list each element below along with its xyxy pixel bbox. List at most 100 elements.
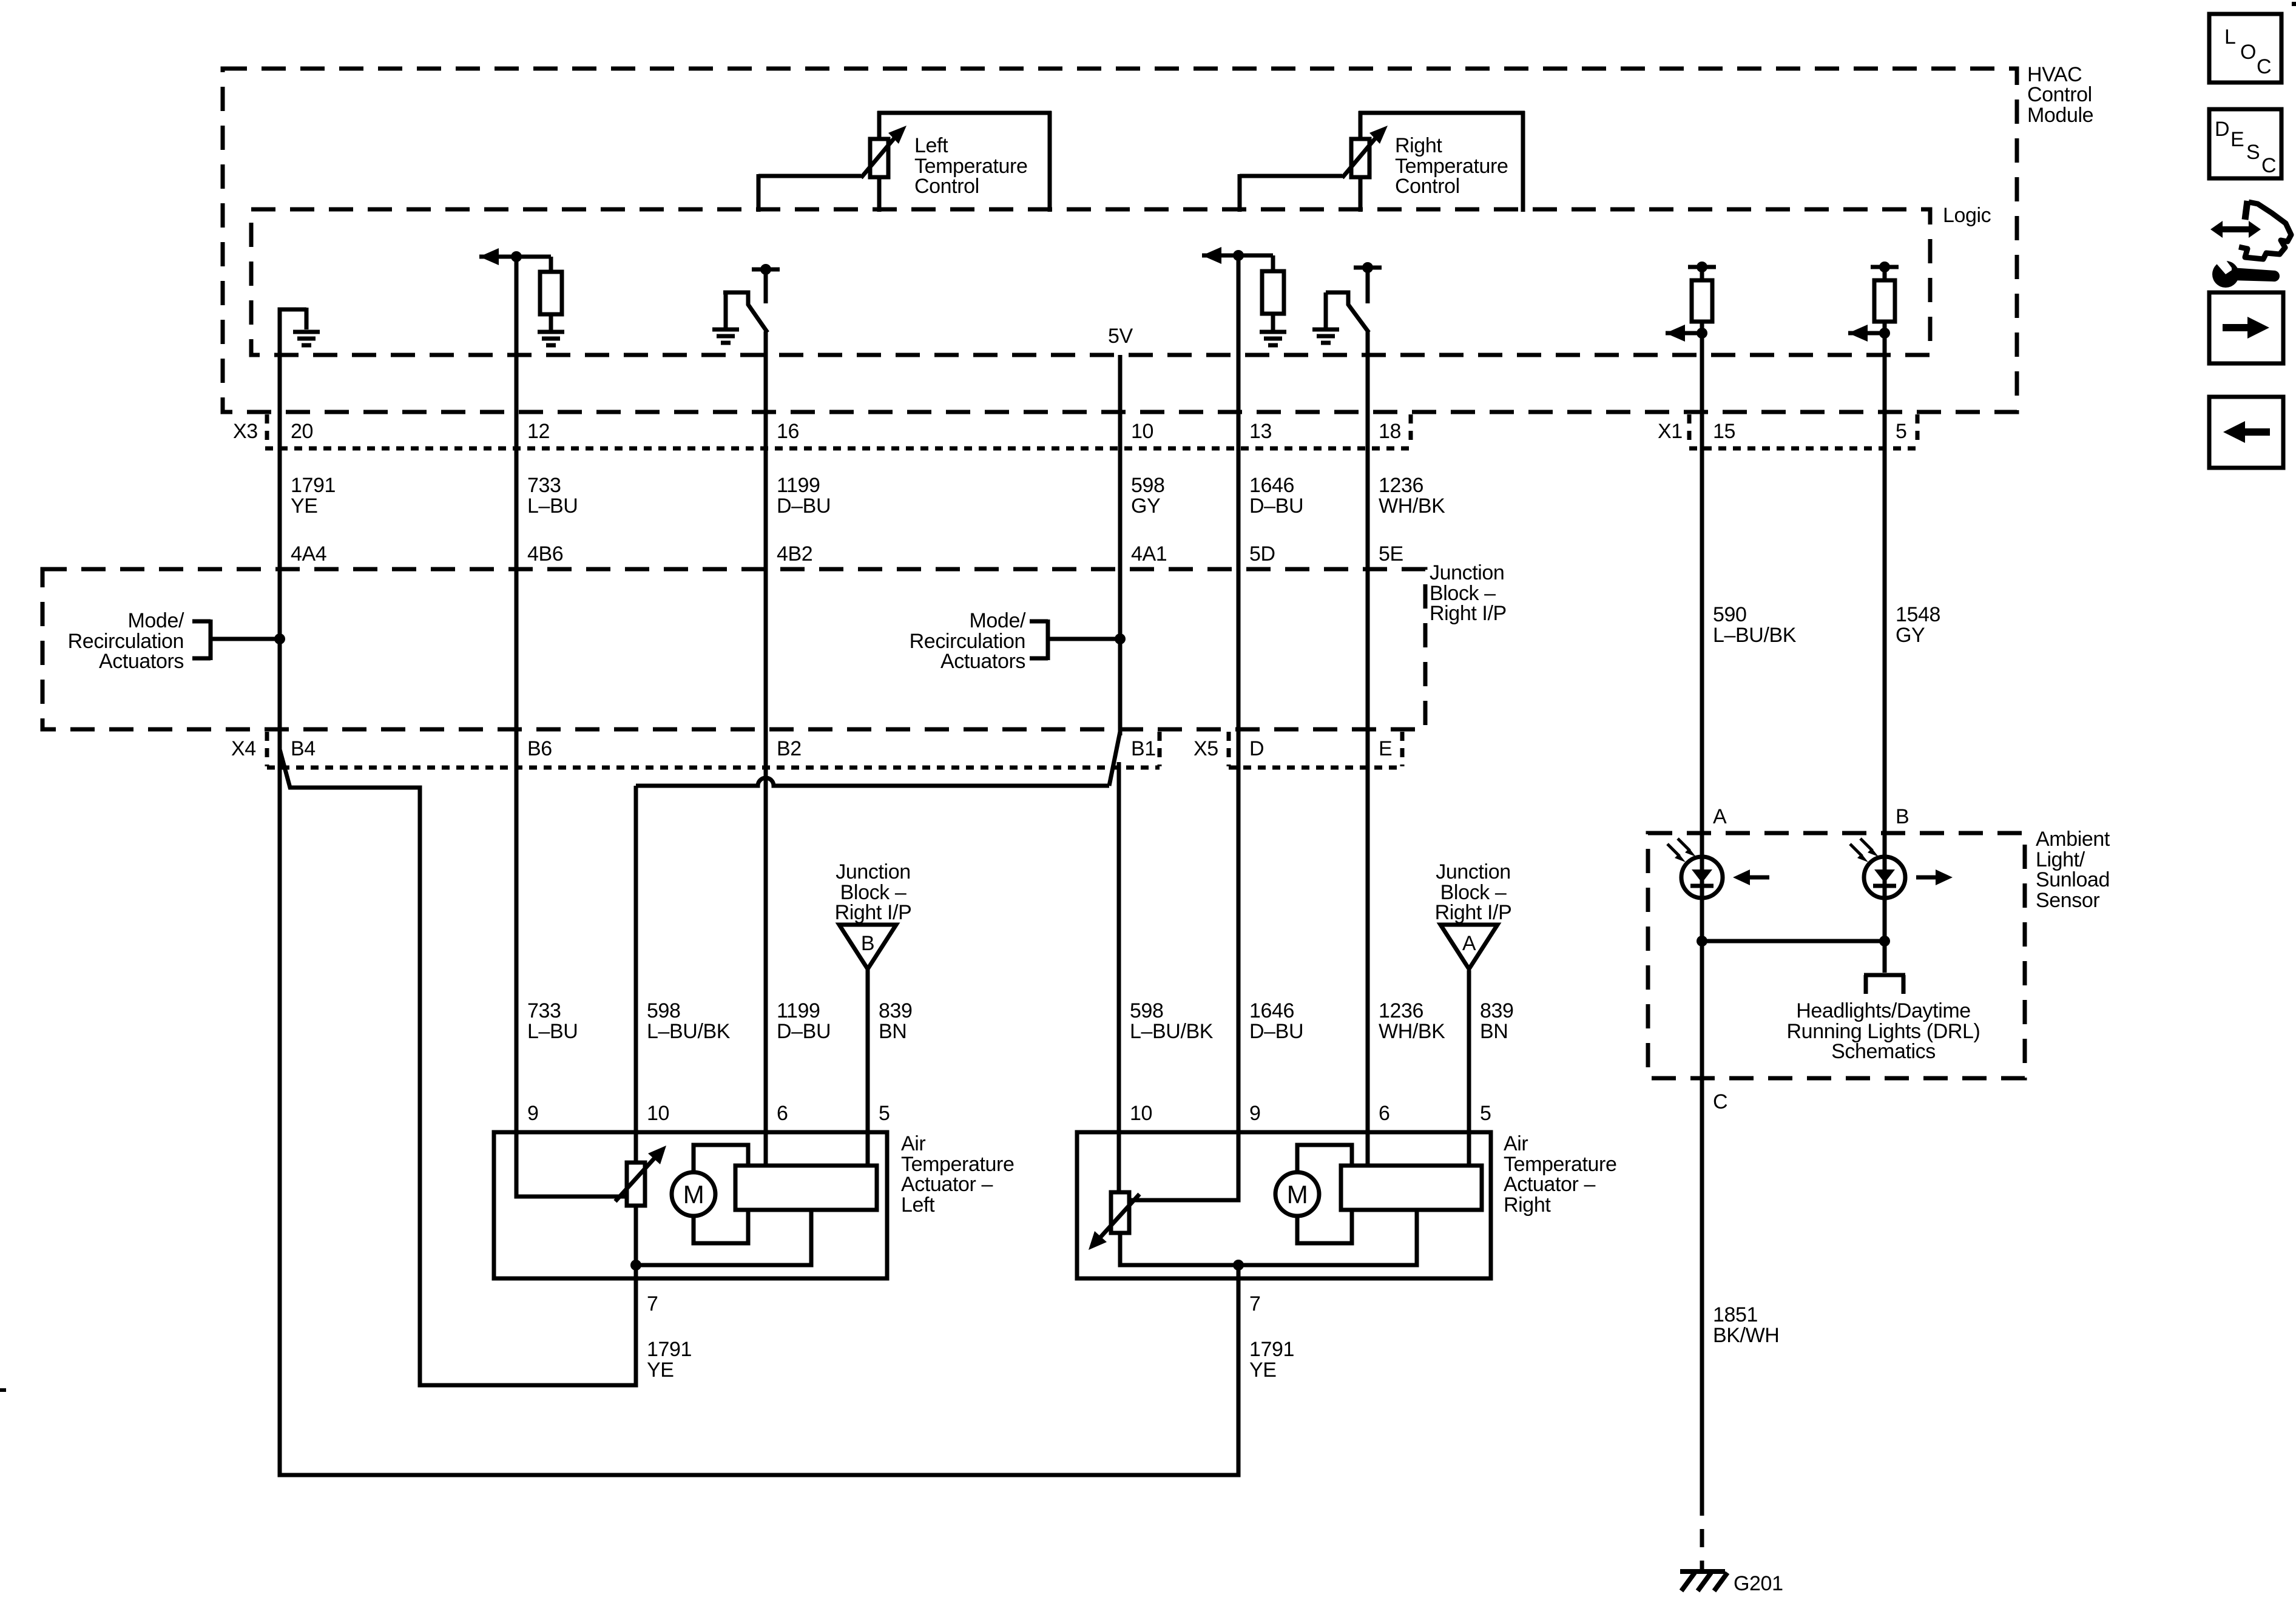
svg-text:Logic: Logic xyxy=(1943,204,1991,227)
svg-text:16: 16 xyxy=(777,420,799,443)
svg-text:Light/: Light/ xyxy=(2036,848,2085,871)
svg-text:9: 9 xyxy=(527,1102,539,1125)
svg-text:1199: 1199 xyxy=(777,474,820,497)
svg-text:X3: X3 xyxy=(233,420,258,443)
svg-text:1851: 1851 xyxy=(1713,1303,1758,1326)
svg-text:Right I/P: Right I/P xyxy=(835,901,912,924)
svg-text:HVAC: HVAC xyxy=(2027,63,2082,86)
svg-text:D: D xyxy=(2215,118,2229,141)
svg-text:5E: 5E xyxy=(1379,542,1403,565)
svg-text:Ambient: Ambient xyxy=(2036,828,2110,851)
svg-text:BK/WH: BK/WH xyxy=(1713,1324,1779,1347)
svg-text:6: 6 xyxy=(777,1102,788,1125)
svg-text:B: B xyxy=(1896,805,1909,828)
svg-text:B6: B6 xyxy=(527,737,552,760)
svg-text:Air: Air xyxy=(901,1132,925,1155)
svg-text:L–BU/BK: L–BU/BK xyxy=(647,1020,731,1043)
svg-text:Control: Control xyxy=(1395,175,1460,198)
svg-text:1646: 1646 xyxy=(1249,999,1294,1022)
svg-text:1199: 1199 xyxy=(777,999,820,1022)
svg-text:D–BU: D–BU xyxy=(1249,495,1303,518)
svg-text:E: E xyxy=(2230,128,2244,151)
svg-text:1791: 1791 xyxy=(291,474,336,497)
svg-text:B4: B4 xyxy=(291,737,316,760)
svg-text:X4: X4 xyxy=(231,737,256,760)
svg-text:D: D xyxy=(1249,737,1264,760)
svg-text:YE: YE xyxy=(291,495,318,518)
svg-text:Junction: Junction xyxy=(1436,860,1510,883)
svg-text:Temperature: Temperature xyxy=(901,1153,1014,1176)
svg-text:Schematics: Schematics xyxy=(1831,1040,1936,1063)
svg-text:839: 839 xyxy=(1480,999,1514,1022)
svg-text:O: O xyxy=(2240,41,2256,64)
svg-text:X5: X5 xyxy=(1194,737,1218,760)
svg-text:D–BU: D–BU xyxy=(777,495,831,518)
svg-text:Headlights/Daytime: Headlights/Daytime xyxy=(1796,999,1971,1022)
svg-text:Actuator –: Actuator – xyxy=(1504,1173,1595,1196)
svg-text:15: 15 xyxy=(1713,420,1735,443)
svg-text:M: M xyxy=(683,1180,704,1209)
svg-text:Temperature: Temperature xyxy=(914,155,1027,178)
svg-text:9: 9 xyxy=(1249,1102,1261,1125)
svg-text:18: 18 xyxy=(1379,420,1401,443)
svg-text:YE: YE xyxy=(1249,1359,1277,1382)
svg-text:WH/BK: WH/BK xyxy=(1379,1020,1445,1043)
svg-text:Actuator –: Actuator – xyxy=(901,1173,993,1196)
svg-text:Recirculation: Recirculation xyxy=(910,630,1025,653)
svg-text:5: 5 xyxy=(879,1102,890,1125)
svg-text:598: 598 xyxy=(647,999,681,1022)
svg-text:Module: Module xyxy=(2027,104,2093,127)
svg-text:GY: GY xyxy=(1896,624,1925,647)
svg-text:590: 590 xyxy=(1713,603,1747,626)
svg-text:G201: G201 xyxy=(1734,1572,1783,1595)
svg-text:A: A xyxy=(1713,805,1727,828)
svg-text:13: 13 xyxy=(1249,420,1272,443)
svg-text:Sunload: Sunload xyxy=(2036,868,2110,891)
svg-text:1236: 1236 xyxy=(1379,999,1423,1022)
svg-text:Temperature: Temperature xyxy=(1504,1153,1616,1176)
svg-text:4B6: 4B6 xyxy=(527,542,563,565)
svg-text:Junction: Junction xyxy=(1430,561,1504,584)
svg-text:C: C xyxy=(2257,55,2271,78)
svg-text:B1: B1 xyxy=(1131,737,1156,760)
svg-text:Block –: Block – xyxy=(1440,881,1507,904)
svg-text:Recirculation: Recirculation xyxy=(68,630,184,653)
svg-text:Right I/P: Right I/P xyxy=(1430,602,1507,625)
svg-text:7: 7 xyxy=(647,1292,658,1315)
svg-text:Left: Left xyxy=(901,1193,935,1217)
svg-text:L–BU: L–BU xyxy=(527,1020,578,1043)
svg-text:10: 10 xyxy=(647,1102,669,1125)
svg-text:L–BU/BK: L–BU/BK xyxy=(1713,624,1797,647)
svg-text:Junction: Junction xyxy=(836,860,910,883)
svg-text:Block –: Block – xyxy=(1430,582,1496,605)
svg-text:5D: 5D xyxy=(1249,542,1275,565)
svg-text:Mode/: Mode/ xyxy=(128,609,184,632)
svg-text:598: 598 xyxy=(1131,474,1165,497)
svg-text:10: 10 xyxy=(1130,1102,1152,1125)
svg-text:Left: Left xyxy=(914,134,948,157)
svg-text:C: C xyxy=(1713,1090,1727,1113)
svg-text:Sensor: Sensor xyxy=(2036,889,2099,912)
svg-text:X1: X1 xyxy=(1658,420,1683,443)
svg-text:4B2: 4B2 xyxy=(777,542,812,565)
svg-text:B: B xyxy=(861,932,874,955)
svg-text:5: 5 xyxy=(1480,1102,1491,1125)
svg-text:BN: BN xyxy=(1480,1020,1508,1043)
svg-text:Control: Control xyxy=(2027,83,2092,106)
svg-text:Right I/P: Right I/P xyxy=(1435,901,1512,924)
svg-text:L–BU/BK: L–BU/BK xyxy=(1130,1020,1214,1043)
svg-text:S: S xyxy=(2246,141,2260,164)
svg-text:Actuators: Actuators xyxy=(940,650,1025,673)
svg-text:BN: BN xyxy=(879,1020,907,1043)
svg-text:7: 7 xyxy=(1249,1292,1261,1315)
svg-text:D–BU: D–BU xyxy=(777,1020,831,1043)
svg-text:5: 5 xyxy=(1896,420,1907,443)
svg-text:D–BU: D–BU xyxy=(1249,1020,1303,1043)
svg-text:1791: 1791 xyxy=(647,1338,692,1361)
svg-text:Right: Right xyxy=(1395,134,1442,157)
svg-text:E: E xyxy=(1379,737,1392,760)
svg-text:Control: Control xyxy=(914,175,979,198)
svg-text:Right: Right xyxy=(1504,1193,1551,1217)
svg-text:10: 10 xyxy=(1131,420,1153,443)
svg-text:20: 20 xyxy=(291,420,313,443)
